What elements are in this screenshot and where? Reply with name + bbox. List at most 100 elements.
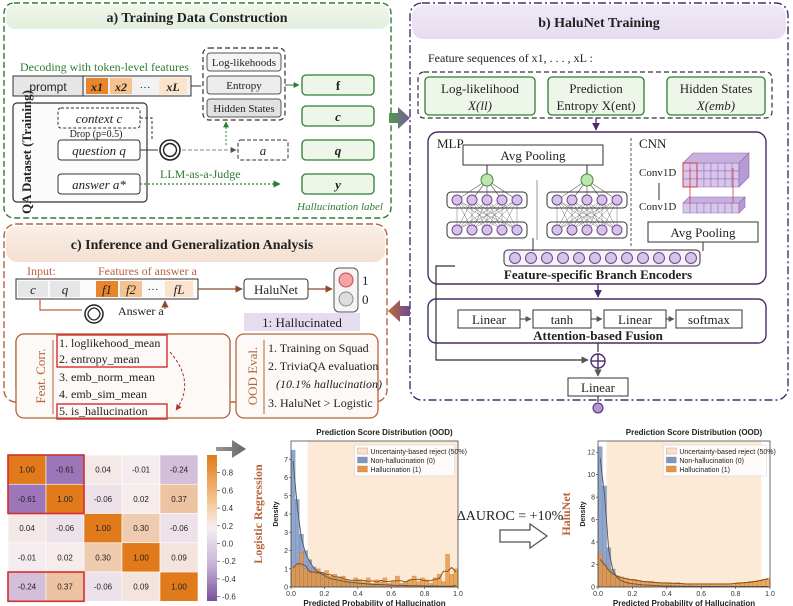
mlp-layer-box: [446, 191, 528, 209]
halluc-out: 1: Hallucinated: [262, 315, 342, 330]
concat-neuron: [557, 252, 569, 264]
heatmap-cell: [7, 454, 47, 485]
feat-f1-cell: [96, 281, 118, 297]
y-axis-label: Density: [273, 501, 280, 526]
heatmap-value: 0.30: [133, 524, 149, 533]
cnn-kernel-line: [689, 168, 734, 203]
y-tick-label: 1: [284, 566, 288, 573]
heatmap-cell: [45, 542, 85, 573]
output-neuron: [592, 402, 604, 414]
ood-label: OOD Eval.: [245, 347, 260, 406]
concat-neurons: [509, 238, 704, 264]
bar-halluc: [602, 564, 607, 588]
corr-item-2: 2. entropy_mean: [59, 352, 140, 366]
input-q-cell: [50, 281, 80, 297]
bar-halluc: [311, 572, 317, 588]
corr-link-arrow: [169, 351, 186, 411]
x-tick-label: 1.0: [765, 591, 775, 598]
x-tick-label: 0.8: [731, 591, 741, 598]
concat-neuron: [653, 252, 665, 264]
cnn-kernel: [682, 162, 698, 188]
cnn-cell: [689, 170, 698, 180]
concat-neuron: [589, 252, 601, 264]
x-tick-label: 0.2: [628, 591, 638, 598]
cnn-cell: [710, 170, 719, 180]
panel-c-title: c) Inference and Generalization Analysis: [71, 238, 314, 253]
panel-c: c) Inference and Generalization Analysis…: [3, 223, 388, 420]
mlp-neuron: [581, 224, 593, 236]
judge-label: LLM-as-a-Judge: [160, 167, 241, 181]
mlp-edge: [556, 199, 588, 231]
question-text: question q: [72, 143, 126, 158]
bar-halluc: [320, 574, 325, 588]
feat-ent-line1: Prediction: [569, 81, 623, 96]
panel-b-border: [409, 2, 789, 401]
bar-halluc: [345, 579, 350, 588]
bar-halluc: [336, 577, 342, 588]
heatmap-value: 0.04: [95, 466, 111, 475]
bar-halluc: [303, 568, 308, 588]
feature-hs-text: Hidden States: [213, 103, 274, 115]
plus-node-icon: [590, 353, 606, 369]
output-y: y: [333, 177, 341, 192]
feat-ll-line1: Log-likelihood: [441, 81, 519, 96]
kde-halluc: [292, 563, 457, 583]
heatmap-value: -0.06: [56, 524, 75, 533]
legend-box: [663, 444, 767, 477]
mlp-neuron: [466, 224, 478, 236]
legend-swatch: [666, 447, 677, 455]
heatmap-cell: [83, 542, 123, 573]
cnn-cell: [724, 162, 733, 172]
feat-corr-label: Feat. Corr.: [33, 348, 48, 403]
llm-logo-icon-2: [84, 304, 104, 324]
cnn-cell: [703, 162, 712, 172]
bar-halluc: [382, 577, 388, 588]
colorbar-tick-label: 0.4: [222, 504, 234, 513]
heatmap-cell: [121, 571, 161, 602]
heatmap-value: 1.00: [171, 583, 187, 592]
skip-connection: [435, 265, 589, 364]
cnn-side: [738, 196, 746, 214]
output-1-light: [338, 272, 354, 288]
cnn-cell: [717, 202, 726, 214]
heatmap-value: 0.30: [95, 553, 111, 562]
heatmap-value: 0.02: [57, 553, 73, 562]
answer-label: Answer a: [118, 304, 164, 318]
colorbar-tick-label: -0.6: [222, 593, 236, 602]
cnn-cell: [731, 202, 740, 214]
final-linear: Linear: [581, 380, 616, 395]
highlight-bottom: [56, 403, 168, 420]
qa-dataset-label: QA Dataset (Training): [19, 90, 34, 214]
y-tick-label: 7: [284, 457, 288, 464]
output-1-label: 1: [362, 273, 369, 288]
cnn-cell: [703, 178, 712, 188]
mlp-neuron: [611, 224, 623, 236]
bar-halluc: [445, 554, 450, 588]
b-to-c-arrow: [388, 300, 410, 322]
cnn-cell: [703, 170, 712, 180]
mlp-neuron: [581, 194, 593, 206]
x-tick-label: 0.4: [353, 591, 363, 598]
colorbar-ticks: 0.80.60.40.20.0-0.2-0.4-0.6: [217, 469, 236, 602]
heatmap-value: -0.24: [170, 466, 189, 475]
heatmap-cell: [159, 483, 199, 514]
heatmap-cell: [45, 454, 85, 485]
concat-neuron: [573, 252, 585, 264]
heatmap-cell: [159, 513, 199, 544]
y-tick-label: 4: [591, 540, 595, 547]
drop-text: Drop (p=0.5): [70, 129, 123, 140]
mlp-neuron: [466, 194, 478, 206]
concat-neuron: [685, 252, 697, 264]
x-axis-label: Predicted Probability of Hallucination: [303, 599, 445, 606]
mlp-layer-box: [446, 221, 528, 239]
feature-ent-text: Entropy: [226, 80, 262, 92]
conv1-label: Conv1D: [639, 167, 676, 179]
input-q: q: [62, 282, 69, 297]
output-f-box: [301, 74, 375, 96]
bar-halluc: [653, 582, 659, 588]
mlp-edge: [501, 199, 518, 231]
mlp-neuron: [451, 224, 463, 236]
token-x2-cell: [110, 78, 132, 94]
